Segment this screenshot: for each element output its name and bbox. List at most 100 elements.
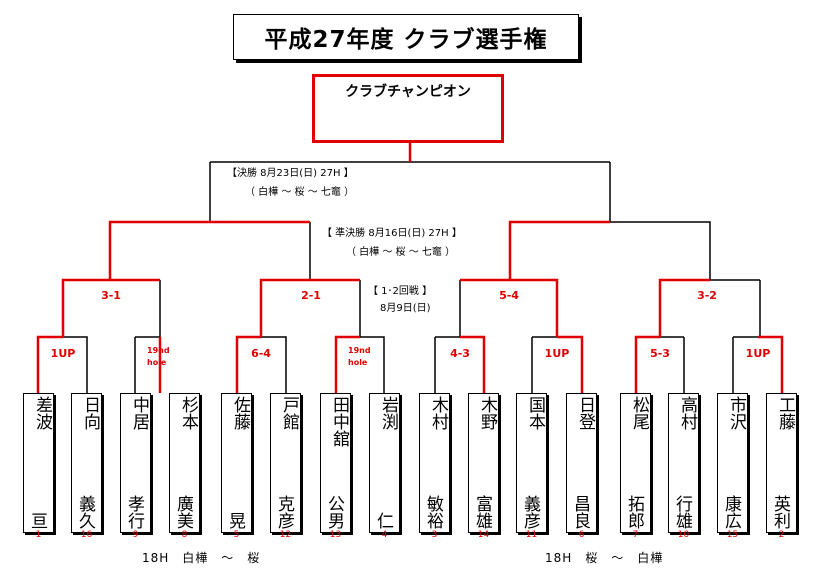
player-given-name: 公男 bbox=[324, 495, 344, 529]
player-card: 高村行雄 bbox=[668, 393, 699, 533]
player-seed: 4 bbox=[381, 530, 388, 540]
player-surname: 市沢 bbox=[726, 396, 746, 430]
player-surname: 杉本 bbox=[178, 396, 198, 430]
qf-winner-3 bbox=[460, 278, 559, 337]
player-seed: 5 bbox=[233, 530, 240, 540]
player-seed: 9 bbox=[132, 530, 139, 540]
round12-info-line2: 8月9日(日) bbox=[380, 303, 431, 314]
r1-score-2-line2: hole bbox=[147, 358, 167, 367]
player-surname: 日登 bbox=[575, 396, 595, 430]
player-given-name: 義彦 bbox=[520, 495, 540, 529]
r1-winner-8 bbox=[758, 335, 784, 393]
page-title: 平成27年度 クラブ選手権 bbox=[233, 14, 579, 60]
player-given-name: 義久 bbox=[75, 495, 95, 529]
semi-winner-right bbox=[508, 220, 610, 280]
r1-winner-3 bbox=[235, 335, 261, 393]
champion-label: クラブチャンピオン bbox=[345, 84, 471, 100]
player-card: 戸館克彦 bbox=[270, 393, 301, 533]
r1-winner-1 bbox=[36, 335, 63, 393]
venue-left: 18H 白樺 ～ 桜 bbox=[142, 551, 261, 565]
r1-loser-1 bbox=[63, 336, 88, 393]
player-surname: 戸館 bbox=[279, 396, 299, 430]
player-surname: 高村 bbox=[677, 396, 697, 430]
player-given-name: 昌良 bbox=[570, 495, 590, 529]
player-given-name: 克彦 bbox=[274, 495, 294, 529]
player-given-name: 孝行 bbox=[124, 495, 144, 529]
qf-score-3: 5-4 bbox=[499, 289, 519, 302]
player-card: 木野富雄 bbox=[468, 393, 499, 533]
player-card: 差波亘 bbox=[23, 393, 54, 533]
player-given-name: 晃 bbox=[225, 512, 245, 529]
player-given-name: 廣美 bbox=[173, 495, 193, 529]
round12-info-line1: 【 1･2回戦 】 bbox=[368, 286, 433, 297]
player-seed: 8 bbox=[181, 530, 188, 540]
final-info-line1: 【決勝 8月23日(日) 27H 】 bbox=[227, 168, 354, 179]
r1-score-1: 1UP bbox=[50, 347, 76, 360]
r1-score-5: 4-3 bbox=[450, 347, 470, 360]
qf-score-2: 2-1 bbox=[301, 289, 321, 302]
player-seed: 7 bbox=[632, 530, 639, 540]
player-given-name: 亘 bbox=[27, 512, 47, 529]
player-seed: 16 bbox=[80, 530, 93, 540]
player-card: 杉本廣美 bbox=[169, 393, 200, 533]
player-seed: 13 bbox=[329, 530, 342, 540]
r1-score-4-line1: 19nd bbox=[348, 346, 371, 355]
r1-loser-3 bbox=[261, 336, 287, 393]
player-surname: 岩渕 bbox=[378, 396, 398, 430]
champion-box: クラブチャンピオン bbox=[312, 74, 504, 143]
qf-score-4: 3-2 bbox=[697, 289, 717, 302]
player-card: 日向義久 bbox=[71, 393, 102, 533]
player-seed: 6 bbox=[578, 530, 585, 540]
player-card: 国本義彦 bbox=[516, 393, 547, 533]
r1-loser-4 bbox=[360, 336, 385, 393]
player-seed: 10 bbox=[677, 530, 690, 540]
player-seed: 15 bbox=[726, 530, 739, 540]
qf-winner-2 bbox=[259, 278, 360, 337]
r1-score-4: 19nd hole bbox=[348, 345, 371, 369]
player-given-name: 敏裕 bbox=[423, 495, 443, 529]
semi-info-line1: 【 準決勝 8月16日(日) 27H 】 bbox=[322, 228, 462, 239]
player-seed: 14 bbox=[477, 530, 490, 540]
player-card: 中居孝行 bbox=[120, 393, 151, 533]
r1-winner-6 bbox=[557, 335, 584, 393]
player-given-name: 仁 bbox=[373, 512, 393, 529]
player-surname: 松尾 bbox=[629, 396, 649, 430]
player-card: 木村敏裕 bbox=[419, 393, 450, 533]
final-info-line2: （ 白樺 ～ 桜 ～ 七竈 ） bbox=[245, 187, 355, 198]
player-surname: 差波 bbox=[32, 396, 52, 430]
player-seed: 3 bbox=[431, 530, 438, 540]
semi-bracket-right bbox=[610, 221, 711, 280]
player-card: 田中舘公男 bbox=[320, 393, 351, 533]
player-given-name: 拓郎 bbox=[624, 495, 644, 529]
player-surname: 中居 bbox=[129, 396, 149, 430]
player-surname: 工藤 bbox=[775, 396, 795, 430]
player-card: 市沢康広 bbox=[717, 393, 748, 533]
player-surname: 佐藤 bbox=[230, 396, 250, 430]
r1-score-2-line1: 19nd bbox=[147, 346, 170, 355]
r1-winner-7 bbox=[634, 335, 660, 393]
player-surname: 日向 bbox=[80, 396, 100, 430]
r1-score-3: 6-4 bbox=[251, 347, 271, 360]
player-card: 日登昌良 bbox=[566, 393, 597, 533]
r1-score-6: 1UP bbox=[544, 347, 570, 360]
semi-winner-left bbox=[108, 220, 310, 280]
r1-winner-5 bbox=[460, 335, 486, 393]
qf-winner-4 bbox=[658, 278, 710, 337]
qf-winner-1 bbox=[61, 278, 160, 337]
player-card: 松尾拓郎 bbox=[620, 393, 651, 533]
player-seed: 1 bbox=[35, 530, 42, 540]
player-given-name: 康広 bbox=[721, 495, 741, 529]
player-seed: 2 bbox=[778, 530, 785, 540]
player-given-name: 英利 bbox=[770, 495, 790, 529]
r1-winner-4 bbox=[334, 335, 360, 393]
player-seed: 12 bbox=[279, 530, 292, 540]
r1-score-7: 5-3 bbox=[650, 347, 670, 360]
venue-right: 18H 桜 ～ 白樺 bbox=[545, 551, 664, 565]
player-card: 工藤英利 bbox=[766, 393, 797, 533]
player-seed: 11 bbox=[525, 530, 538, 540]
player-surname: 木村 bbox=[428, 396, 448, 430]
player-given-name: 行雄 bbox=[672, 495, 692, 529]
player-surname: 国本 bbox=[525, 396, 545, 430]
player-surname: 木野 bbox=[477, 396, 497, 430]
